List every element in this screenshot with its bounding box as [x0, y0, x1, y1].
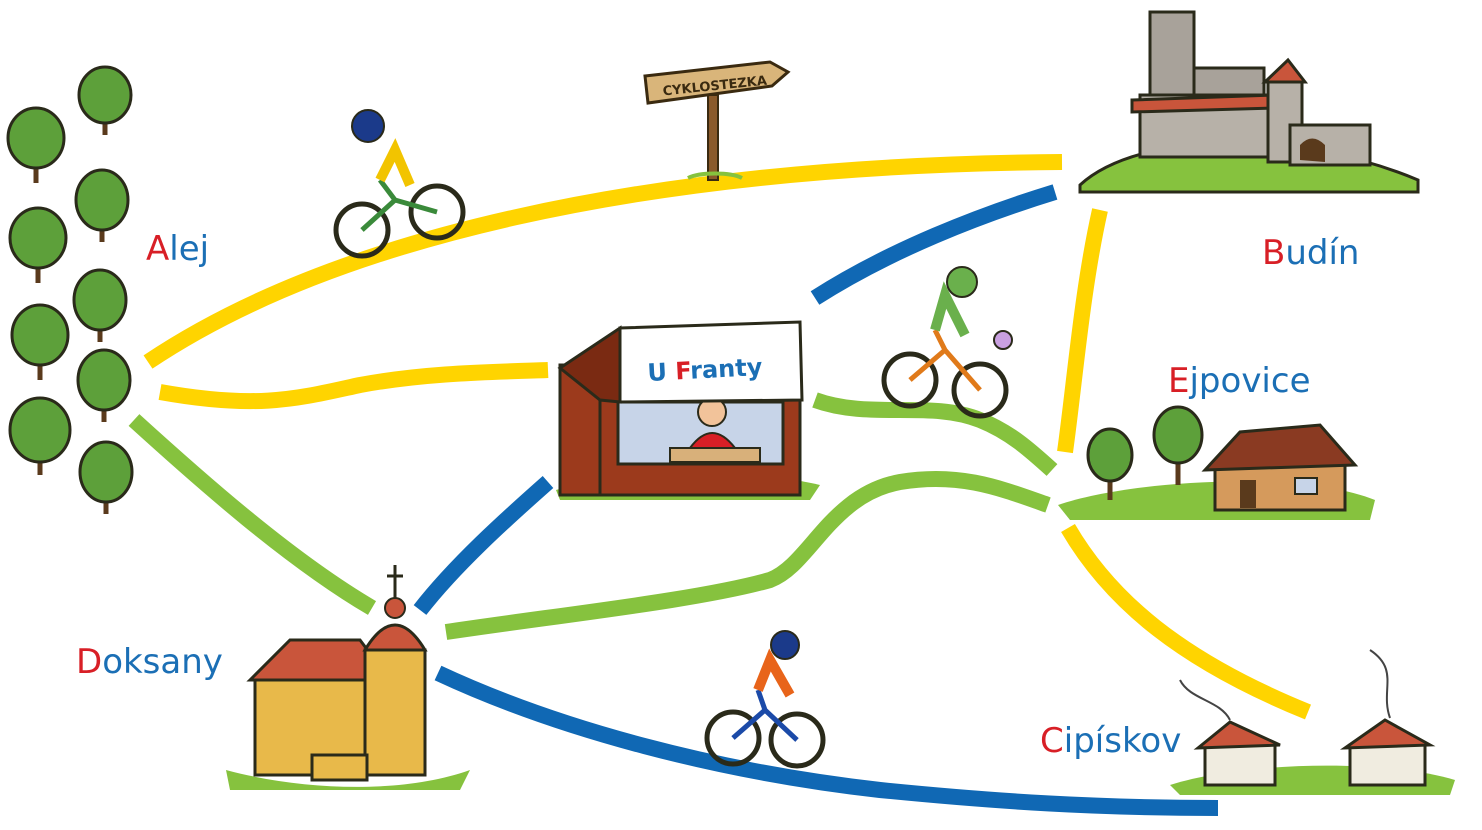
kiosk-sign-initial: F — [675, 357, 691, 386]
cyclist-icon — [881, 266, 1013, 419]
place-initial: D — [76, 642, 103, 682]
tree-icon — [76, 348, 132, 422]
path-ufranty-doksany — [413, 476, 554, 615]
church-icon — [226, 565, 470, 790]
signpost: CYKLOSTEZKA — [643, 60, 791, 181]
cipiskov-village-icon — [1170, 649, 1455, 795]
tree-icon — [78, 440, 134, 514]
ejpovice-house-icon — [1058, 405, 1375, 520]
place-initial: C — [1040, 721, 1064, 761]
place-initial: E — [1168, 361, 1190, 401]
tree-icon — [72, 268, 128, 342]
tree-icon — [74, 168, 130, 242]
path-doksany-ejpovice — [444, 470, 1051, 640]
place-name-rest: lej — [169, 229, 210, 269]
cyclist-icon — [704, 630, 826, 769]
tree-icon — [1152, 405, 1204, 485]
tree-icon — [8, 396, 72, 475]
place-label-budin: Budín — [1262, 236, 1359, 270]
path-budin-ejpovice — [1057, 208, 1108, 454]
path-doksany-cipiskov — [434, 665, 1219, 816]
alej-trees — [6, 65, 134, 514]
place-name-rest: udín — [1285, 233, 1360, 273]
path-ufranty-ejpovice — [812, 392, 1058, 476]
cyclist-icon — [333, 109, 466, 259]
place-name-rest: oksany — [102, 642, 223, 682]
place-initial: A — [146, 229, 170, 269]
kiosk-sign: U Franty — [647, 353, 764, 387]
kiosk-icon: U Franty — [556, 320, 820, 500]
place-initial: B — [1262, 233, 1286, 273]
kiosk-sign-rest: ranty — [689, 353, 763, 385]
path-ufranty-budin — [810, 184, 1058, 305]
place-label-alej: Alej — [146, 232, 209, 266]
kiosk-sign-prefix: U — [647, 358, 676, 387]
path-alej-budin — [143, 154, 1063, 369]
tree-icon — [6, 106, 66, 183]
tree-icon — [10, 303, 70, 380]
place-label-doksany: Doksany — [76, 645, 223, 679]
place-label-cipiskov: Cipískov — [1040, 724, 1181, 758]
tree-icon — [77, 65, 133, 135]
path-ejpovice-cipiskov — [1061, 523, 1312, 720]
tree-icon — [1086, 427, 1134, 500]
tree-icon — [8, 206, 68, 283]
path-alej-doksany — [128, 414, 377, 615]
castle-icon — [1078, 10, 1420, 194]
place-name-rest: ipískov — [1063, 721, 1182, 761]
place-name-rest: jpovice — [1189, 361, 1311, 401]
place-label-ejpovice: Ejpovice — [1168, 364, 1311, 398]
path-alej-ufranty — [158, 362, 549, 410]
